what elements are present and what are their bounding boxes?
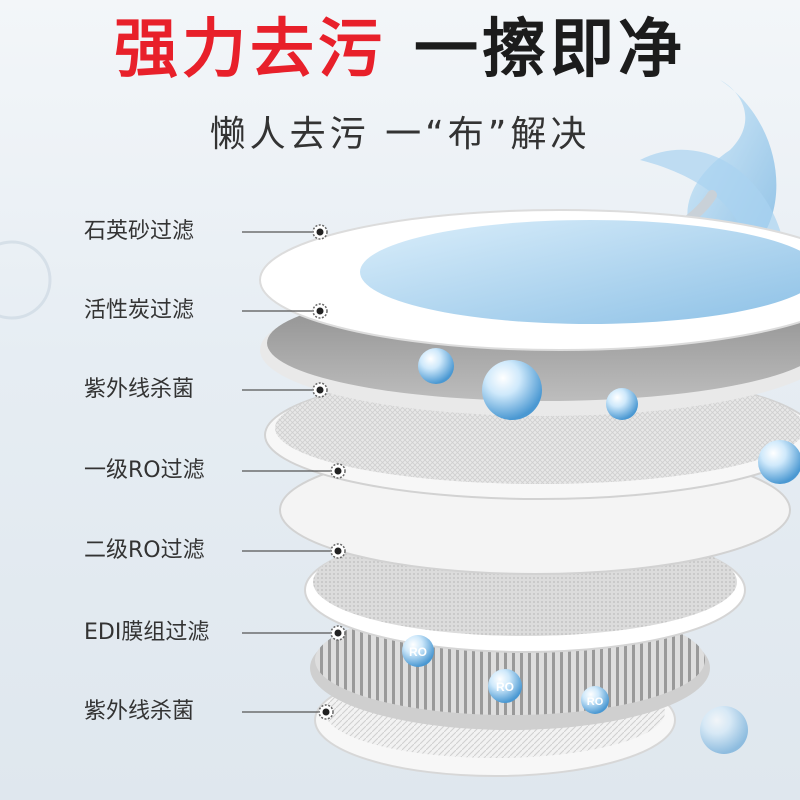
headline: 强力去污一擦即净 <box>0 10 800 90</box>
bg-bubble-left <box>0 240 52 320</box>
leader-3 <box>242 382 328 398</box>
svg-text:RO: RO <box>409 645 427 659</box>
svg-text:RO: RO <box>587 696 604 708</box>
water-drop <box>418 348 454 384</box>
water-drop <box>482 360 542 420</box>
ro-badge: RO <box>581 686 609 714</box>
water-drop <box>758 440 800 484</box>
leader-6 <box>242 625 346 641</box>
subheadline: 懒人去污 一“布”解决 <box>209 114 591 155</box>
layer-label-5: 二级RO过滤 <box>84 538 205 563</box>
water-drop <box>606 388 638 420</box>
layer-label-7: 紫外线杀菌 <box>84 699 195 724</box>
leader-7 <box>242 704 334 720</box>
headline-dark: 一擦即净 <box>414 13 686 87</box>
bg-bubble-right <box>700 706 748 754</box>
layer-label-6: EDI膜组过滤 <box>84 620 210 645</box>
layer-label-3: 紫外线杀菌 <box>84 377 195 402</box>
leader-5 <box>242 543 346 559</box>
leader-4 <box>242 463 346 479</box>
layer-1-quartz <box>259 209 800 351</box>
layer-label-1: 石英砂过滤 <box>84 219 195 244</box>
headline-red: 强力去污 <box>114 13 386 87</box>
svg-text:RO: RO <box>496 680 514 694</box>
leader-1 <box>242 224 328 240</box>
layer-label-4: 一级RO过滤 <box>84 458 205 483</box>
layer-label-2: 活性炭过滤 <box>84 298 195 323</box>
ro-badge: RO <box>488 669 522 703</box>
leader-2 <box>242 303 328 319</box>
ro-badge: RO <box>402 635 434 667</box>
